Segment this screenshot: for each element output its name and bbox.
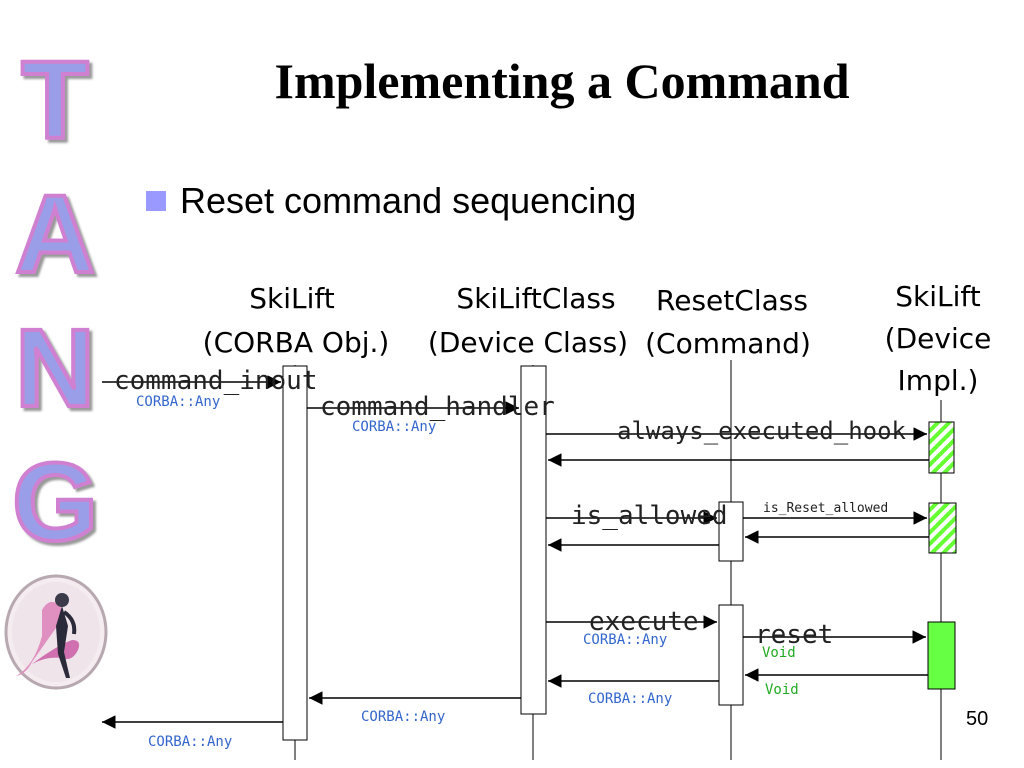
label-always-executed-hook: always_executed_hook	[617, 417, 907, 445]
lifeline-resetclass-line2: (Command)	[645, 327, 811, 360]
lifeline-skilift-impl-line2: (Device	[885, 322, 992, 355]
activation-bar-skilift-corba	[282, 365, 308, 741]
lifeline-skiliftclass-line2: (Device Class)	[428, 326, 628, 359]
label-void-1: Void	[762, 645, 796, 661]
lifeline-header-skilift-corba: SkiLift (CORBA Obj.)	[203, 282, 390, 359]
label-is-allowed: is_allowed	[571, 501, 728, 531]
lifeline-header-skilift-impl: SkiLift (Device Impl.)	[885, 280, 992, 397]
lifeline-skiliftclass-line1: SkiLiftClass	[456, 282, 615, 315]
lifeline-header-skiliftclass: SkiLiftClass (Device Class)	[428, 282, 628, 359]
label-any-ret-2: CORBA::Any	[361, 709, 445, 725]
activation-bar-skiliftclass	[520, 365, 547, 715]
activation-box-always-executed-hook	[928, 421, 955, 474]
lifeline-skilift-corba-line2: (CORBA Obj.)	[203, 326, 390, 359]
lifeline-resetclass-line1: ResetClass	[656, 284, 808, 317]
lifeline-skilift-impl-line3: Impl.)	[898, 364, 979, 397]
lifeline-skilift-corba-line1: SkiLift	[249, 282, 335, 315]
label-any-ret-3: CORBA::Any	[148, 734, 232, 750]
logo-letter-t: T	[21, 40, 88, 162]
tango-logo-letters: T A N G	[0, 37, 110, 566]
logo-letter-a: A	[15, 173, 94, 296]
label-any-execute: CORBA::Any	[583, 632, 667, 648]
activation-box-reset	[927, 621, 956, 690]
activation-box-is-reset-allowed	[928, 502, 957, 554]
label-is-reset-allowed: is_Reset_allowed	[763, 501, 888, 516]
bullet-text: Reset command sequencing	[180, 180, 637, 221]
label-void-2: Void	[765, 682, 799, 698]
label-any-ret-1: CORBA::Any	[588, 691, 672, 707]
dancers-medallion-image	[2, 572, 112, 697]
label-command-handler: command_handler	[320, 392, 555, 422]
label-execute: execute	[589, 607, 699, 637]
bullet-square-icon	[146, 191, 166, 211]
activation-bar-resetclass-is-allowed	[718, 501, 744, 562]
label-any-in-2: CORBA::Any	[352, 419, 436, 435]
logo-letter-g: G	[12, 441, 98, 560]
activation-bar-resetclass-execute	[718, 604, 744, 706]
label-reset: reset	[755, 620, 833, 650]
label-command-inout: command_inout	[114, 366, 318, 396]
logo-letter-n: N	[15, 307, 94, 430]
bullet-item: Reset command sequencing	[146, 180, 636, 222]
lifeline-header-resetclass: ResetClass (Command)	[645, 284, 811, 360]
lifeline-skilift-impl-line1: SkiLift	[895, 280, 981, 313]
label-any-in-1: CORBA::Any	[136, 394, 220, 410]
page-number: 50	[966, 708, 989, 730]
slide-title: Implementing a Command	[274, 53, 850, 109]
